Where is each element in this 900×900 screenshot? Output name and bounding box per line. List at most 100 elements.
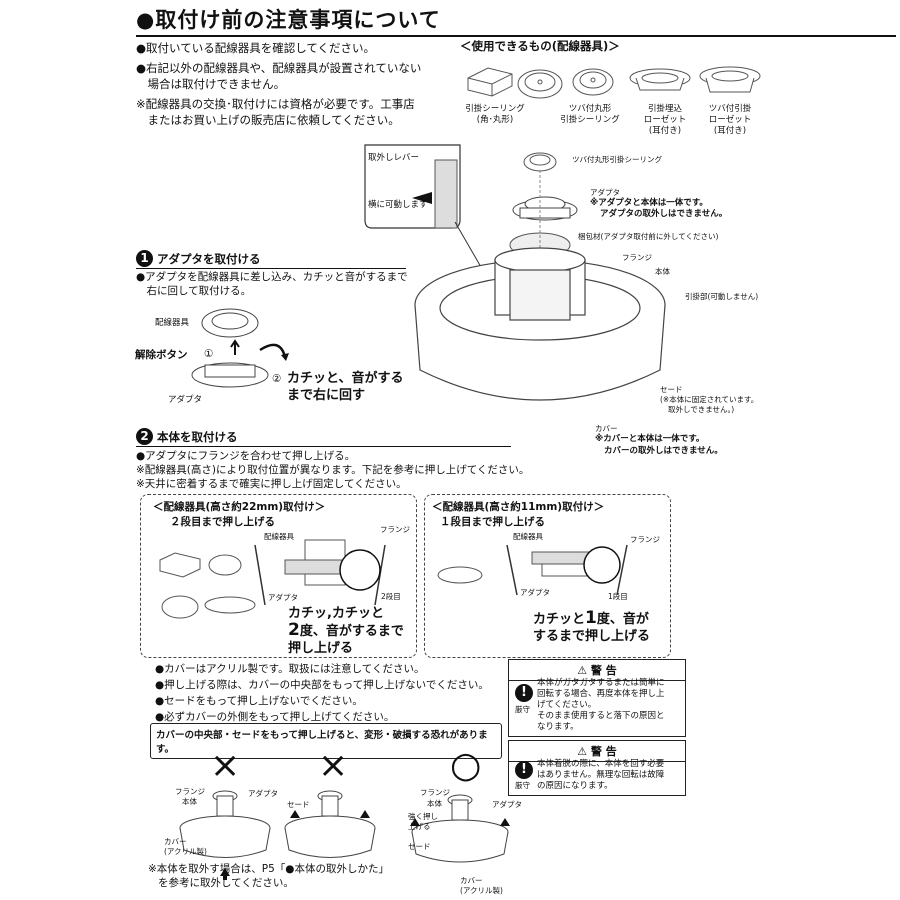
adapter-label: アダプタ [590, 188, 620, 197]
step2-rule [136, 446, 511, 447]
footnote: ※本体を取外す場合は、P5「●本体の取外しかた」を参考に取外してください。 [148, 863, 389, 889]
usable-heading: ＜使用できるもの(配線器具)＞ [460, 39, 620, 53]
square-ceiling-illustration [467, 67, 513, 97]
wrong-mark: × [210, 745, 241, 786]
cover-note: ※カバーと本体は一体です。 [595, 434, 705, 444]
warning-icon: ! [515, 761, 533, 779]
warning-icon: ! [515, 684, 533, 702]
step1-title: アダプタを取付ける [157, 251, 261, 266]
warning-box-2: ⚠ 警 告 ! 厳守 本体着脱の際に、本体を回す必要はありません。無理な回転は故… [508, 740, 686, 796]
bottom-cover-label: カバー(アクリル製) [460, 876, 503, 895]
main-body [414, 247, 666, 401]
usable-item: ツバ付引掛ローゼット(耳付き) [708, 104, 752, 136]
intro-line: ●右記以外の配線器具や、配線器具が設置されていない [136, 61, 422, 75]
ceiling-part [523, 152, 557, 172]
box-22mm [140, 494, 417, 658]
bottom-flange-label: フランジ [175, 787, 205, 796]
adapter-label: アダプタ [168, 395, 203, 405]
box11-click-text: カチッと1度、音が するまで押し上げる [533, 608, 651, 645]
box-11mm [424, 494, 671, 658]
warning-text: 本体がガタガタするまたは簡単に回転する場合、再度本体を押し上げてください。 その… [537, 678, 665, 732]
warning-title: ⚠ 警 告 [509, 660, 685, 681]
warning-box-1: ⚠ 警 告 ! 厳守 本体がガタガタするまたは簡単に回転する場合、再度本体を押し… [508, 659, 686, 737]
warning-title: ⚠ 警 告 [509, 741, 685, 762]
box22-flange-label: フランジ [380, 525, 410, 534]
box22-stage-label: 2段目 [381, 592, 401, 601]
lever-inset [364, 144, 501, 301]
box11-flange-label: フランジ [630, 535, 660, 544]
warning-text: 本体着脱の際に、本体を回す必要はありません。無理な回転は故障の原因になります。 [537, 759, 665, 791]
bottom-adapter-label: アダプタ [492, 800, 522, 809]
title-rule [136, 35, 896, 37]
bottom-illustration [179, 790, 510, 880]
bottom-flange-label: フランジ [420, 788, 450, 797]
box22-adapter-label: アダプタ [268, 593, 298, 602]
packing-label: 梱包材(アダプタ取付前に外してください) [578, 232, 719, 241]
step1-rule [136, 268, 406, 269]
adapter-note: ※アダプタと本体は一体です。 [590, 198, 708, 208]
warning-icon-label: 厳守 [515, 781, 530, 790]
box22-illustration [159, 539, 386, 619]
cover-label: カバー [595, 424, 618, 433]
note-line: ●押し上げる際は、カバーの中央部をもって押し上げないでください。 [155, 679, 489, 691]
step1-mark2: ② [272, 373, 282, 385]
note-line: ●セードをもって押し上げないでください。 [155, 695, 363, 707]
step1-mark1: ① [204, 348, 214, 360]
bottom-cover-label: カバー(アクリル製) [164, 837, 207, 856]
box11-fixture-label: 配線器具 [513, 532, 543, 541]
step1-heading: 1 アダプタを取付ける [136, 250, 261, 267]
push-label: 強く押し上げる [408, 812, 438, 831]
box11-illustration [437, 544, 628, 596]
shade-note: (※本体に固定されています。 [660, 395, 759, 404]
usable-fixtures-illustration [467, 66, 761, 99]
flanged-rosette-illustration [699, 66, 761, 93]
lever-note: 横に可動します [368, 200, 428, 210]
box22-sub: ２段目まで押し上げる [170, 516, 275, 528]
shade-note: 取外しできません。) [668, 405, 735, 414]
bottom-shade-label: セード [408, 842, 431, 851]
step1-number: 1 [136, 250, 153, 267]
release-button-label: 解除ボタン [135, 349, 188, 361]
bottom-body-label: 本体 [427, 799, 442, 808]
box22-heading: ＜配線器具(高さ約22mm)取付け＞ [153, 501, 326, 513]
step1-text: ●アダプタを配線器具に差し込み、カチッと音がするまで 右に回して取付ける。 [136, 271, 408, 297]
ceiling-label: ツバ付丸形引掛シーリング [572, 155, 662, 164]
flange-label: フランジ [622, 253, 652, 262]
lever-label: 取外しレバー [368, 153, 420, 163]
notes-list: ●カバーはアクリル製です。取扱には注意してください。 ●押し上げる際は、カバーの… [155, 662, 505, 724]
hook-label: 引掛部(可動しません) [685, 292, 759, 301]
note-line: ●カバーはアクリル製です。取扱には注意してください。 [155, 663, 425, 675]
adapter-note: アダプタの取外しはできません。 [600, 209, 728, 219]
cover-note: カバーの取外しはできません。 [604, 446, 723, 456]
adapter-part [512, 196, 578, 221]
usable-item: 引掛シーリング(角･丸形) [465, 104, 525, 125]
box11-stage-label: 1段目 [608, 592, 628, 601]
step1-click-text: カチッと、音がするまで右に回す [287, 371, 404, 403]
step2-heading: 2 本体を取付ける [136, 428, 238, 445]
wrong-mark: × [318, 745, 349, 786]
intro-line: ●取付いている配線器具を確認してください。 [136, 41, 375, 55]
intro-line: またはお買い上げの販売店に依頼してください。 [136, 113, 400, 127]
step2-number: 2 [136, 428, 153, 445]
usable-item: ツバ付丸形引掛シーリング [560, 104, 620, 125]
flanged-ceiling-illustration [572, 68, 614, 96]
bottom-shade-label: セード [287, 800, 310, 809]
bottom-body-label: 本体 [182, 797, 197, 806]
step2-title: 本体を取付ける [157, 429, 238, 444]
exploded-diagram [364, 144, 666, 401]
box22-fixture-label: 配線器具 [264, 532, 294, 541]
embedded-rosette-illustration [629, 68, 691, 91]
warning-icon-label: 厳守 [515, 705, 530, 714]
box11-adapter-label: アダプタ [520, 588, 550, 597]
page-title: ●取付け前の注意事項について [136, 8, 441, 32]
step1-illustration [191, 308, 289, 388]
body-label: 本体 [655, 267, 670, 276]
intro-line: 場合は取付けできません。 [136, 77, 286, 91]
box11-heading: ＜配線器具(高さ約11mm)取付け＞ [432, 501, 605, 513]
round-ceiling-illustration [517, 69, 563, 99]
shade-label: セード [660, 385, 683, 394]
fixture-label: 配線器具 [155, 318, 190, 328]
caution-bar: カバーの中央部・セードをもって押し上げると、変形・破損する恐れがあります。 [150, 723, 502, 759]
bottom-adapter-label: アダプタ [248, 789, 278, 798]
